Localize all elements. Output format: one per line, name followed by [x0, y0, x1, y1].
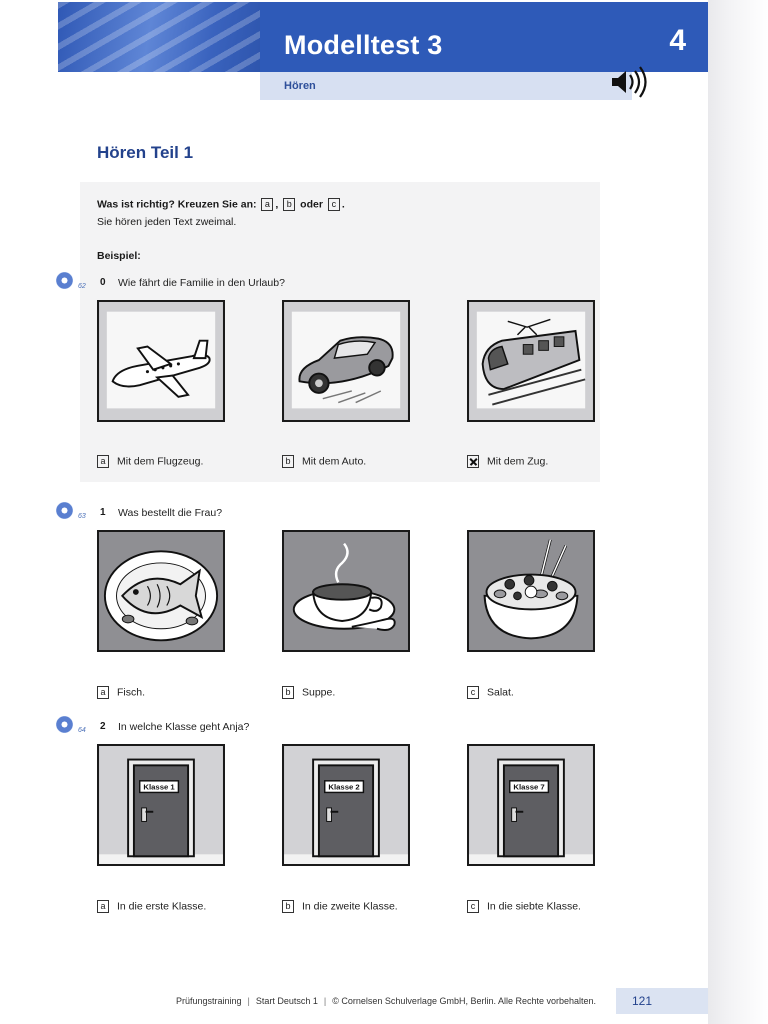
- page-subtitle: Hören: [284, 80, 316, 92]
- option-class-2[interactable]: b In die zweite Klasse.: [282, 900, 398, 913]
- option-label: In die erste Klasse.: [117, 900, 207, 913]
- audio-cd-icon[interactable]: [56, 716, 73, 733]
- option-airplane[interactable]: a Mit dem Flugzeug.: [97, 455, 203, 468]
- checkbox-a[interactable]: a: [97, 455, 109, 468]
- option-label: In die siebte Klasse.: [487, 900, 581, 913]
- instruction-line-2: Sie hören jeden Text zweimal.: [97, 216, 237, 228]
- chapter-tab: 4: [632, 2, 708, 72]
- checked-box-x-icon[interactable]: [467, 455, 479, 468]
- page-edge: [708, 0, 768, 1024]
- option-soup[interactable]: b Suppe.: [282, 686, 335, 699]
- question-number: 1: [100, 507, 106, 518]
- option-label: Mit dem Flugzeug.: [117, 455, 204, 468]
- airplane-icon: [97, 300, 225, 422]
- track-number: 63: [78, 513, 86, 520]
- subtitle-band: [260, 72, 632, 100]
- question-text: Wie fährt die Familie in den Urlaub?: [118, 277, 285, 289]
- question-number: 2: [100, 721, 106, 732]
- header-bar: [260, 2, 632, 72]
- footer-copyright: © Cornelsen Schulverlage GmbH, Berlin. A…: [332, 996, 597, 1006]
- salad-bowl-icon: [467, 530, 595, 652]
- fish-plate-icon: [97, 530, 225, 652]
- audio-cd-icon[interactable]: [56, 272, 73, 289]
- door-sign-text: Klasse 1: [143, 783, 175, 792]
- example-label: Beispiel:: [97, 250, 141, 262]
- checkbox-c[interactable]: c: [467, 900, 479, 913]
- option-label: Fisch.: [117, 686, 146, 699]
- train-icon: [467, 300, 595, 422]
- audio-cd-icon[interactable]: [56, 502, 73, 519]
- door-icon: Klasse 1: [97, 744, 225, 866]
- track-number: 62: [78, 283, 86, 290]
- checkbox-b[interactable]: b: [282, 686, 294, 699]
- speaker-icon: [612, 66, 647, 98]
- checkbox-c[interactable]: c: [467, 686, 479, 699]
- option-label: Salat.: [487, 686, 514, 699]
- footer: Prüfungstraining|Start Deutsch 1|© Corne…: [176, 996, 597, 1006]
- option-train[interactable]: Mit dem Zug.: [467, 455, 548, 468]
- option-label: In die zweite Klasse.: [302, 900, 398, 913]
- answer-box-b: b: [283, 198, 296, 211]
- answer-box-c: c: [327, 198, 340, 211]
- answer-box-a: a: [261, 198, 274, 211]
- option-label: Mit dem Zug.: [487, 455, 549, 468]
- checkbox-b[interactable]: b: [282, 455, 294, 468]
- option-label: Suppe.: [302, 686, 336, 699]
- soup-cup-icon: [282, 530, 410, 652]
- checkbox-a[interactable]: a: [97, 686, 109, 699]
- door-sign-text: Klasse 2: [328, 783, 359, 792]
- page-number: 121: [632, 994, 653, 1008]
- instruction-text: Was ist richtig? Kreuzen Sie an:: [97, 198, 257, 211]
- question-text: In welche Klasse geht Anja?: [118, 721, 250, 733]
- option-fish[interactable]: a Fisch.: [97, 686, 145, 699]
- instruction-or: oder: [300, 198, 323, 211]
- header-photo-banner: [58, 2, 260, 72]
- page-title: Modelltest 3: [284, 30, 443, 60]
- option-class-7[interactable]: c In die siebte Klasse.: [467, 900, 581, 913]
- footer-series: Prüfungstraining: [176, 996, 242, 1006]
- checkbox-b[interactable]: b: [282, 900, 294, 913]
- door-sign-text: Klasse 7: [513, 783, 544, 792]
- track-number: 64: [78, 727, 86, 734]
- car-icon: [282, 300, 410, 422]
- door-icon: Klasse 7: [467, 744, 595, 866]
- footer-book: Start Deutsch 1: [255, 996, 318, 1006]
- question-number: 0: [100, 277, 106, 288]
- option-salad[interactable]: c Salat.: [467, 686, 514, 699]
- door-icon: Klasse 2: [282, 744, 410, 866]
- instruction-line-1: Was ist richtig? Kreuzen Sie an: a, b od…: [97, 198, 345, 211]
- option-class-1[interactable]: a In die erste Klasse.: [97, 900, 206, 913]
- question-text: Was bestellt die Frau?: [118, 507, 223, 519]
- section-title: Hören Teil 1: [97, 143, 194, 162]
- checkbox-a[interactable]: a: [97, 900, 109, 913]
- option-car[interactable]: b Mit dem Auto.: [282, 455, 366, 468]
- option-label: Mit dem Auto.: [302, 455, 367, 468]
- page-number-band: [616, 988, 708, 1014]
